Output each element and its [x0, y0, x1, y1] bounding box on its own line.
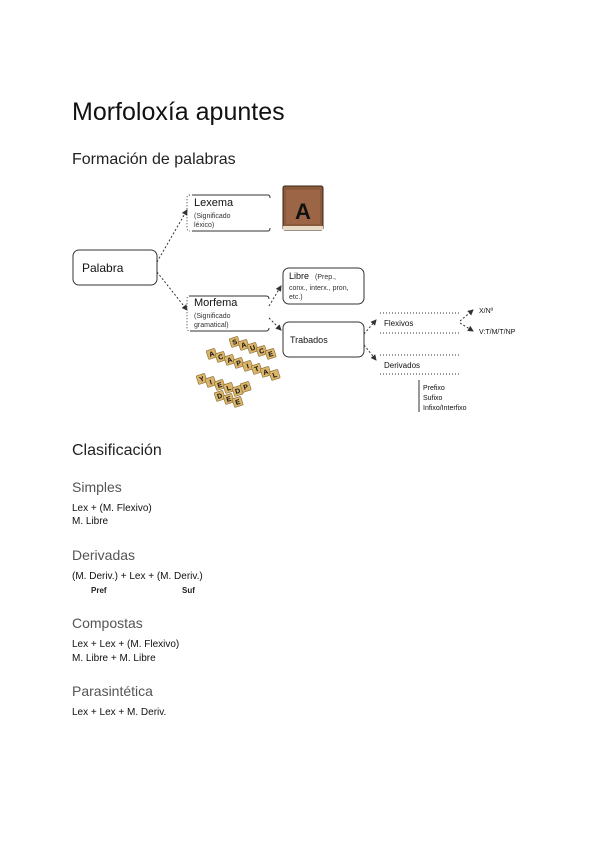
scrabble-tile: P: [239, 381, 252, 393]
scrabble-tile: A: [205, 348, 218, 360]
svg-text:Y: Y: [199, 376, 206, 384]
palabra-label: Palabra: [82, 261, 124, 275]
scrabble-tile: T: [250, 363, 263, 375]
scrabble-tile: P: [232, 357, 245, 369]
svg-text:A: A: [208, 351, 215, 359]
page-title: Morfoloxía apuntes: [72, 98, 285, 126]
svg-text:D: D: [234, 388, 241, 396]
scrabble-tile: Y: [195, 373, 208, 385]
scrabble-tile: U: [246, 342, 259, 354]
scrabble-tile: E: [222, 393, 235, 405]
book-letter: A: [295, 199, 311, 224]
connector-morfema: [156, 271, 188, 311]
scrabble-tile: A: [237, 339, 250, 351]
svg-text:E: E: [217, 382, 224, 390]
scrabble-tile: C: [214, 351, 227, 363]
trabados-label: Trabados: [290, 335, 328, 345]
scrabble-tile: A: [259, 366, 272, 378]
scrabble-tile: D: [231, 385, 244, 397]
svg-text:A: A: [262, 369, 269, 377]
book-icon: A: [282, 185, 324, 231]
libre-note-3: etc.): [289, 294, 303, 301]
section-heading-classification: Clasificación: [72, 442, 162, 459]
flexivos-item-2: V:T/M/T/NP: [479, 329, 516, 336]
morfema-note-1: (Significado: [194, 313, 231, 320]
scrabble-tile: D: [213, 390, 226, 402]
svg-text:C: C: [258, 348, 265, 356]
scrabble-tile: L: [268, 369, 281, 381]
compostas-line-2: M. Libre + M. Libre: [72, 653, 156, 664]
lexema-label: Lexema: [194, 197, 234, 209]
trabados-node: [282, 321, 365, 358]
svg-text:I: I: [209, 379, 213, 386]
svg-text:P: P: [243, 384, 250, 392]
section-heading-formation: Formación de palabras: [72, 151, 236, 168]
derivadas-heading: Derivadas: [72, 547, 136, 563]
svg-text:L: L: [226, 385, 233, 393]
svg-text:S: S: [232, 339, 239, 347]
simples-heading: Simples: [72, 479, 122, 495]
compostas-line-1: Lex + Lex + (M. Flexivo): [72, 639, 180, 650]
derivados-item-3: Infixo/Interfixo: [423, 405, 467, 412]
word-formation-diagram: Palabra Lexema (Significado léxico) A Mo…: [72, 185, 516, 412]
scrabble-tile: I: [204, 376, 217, 388]
derivados-label: Derivados: [384, 361, 420, 370]
derivados-item-2: Sufixo: [423, 395, 443, 402]
scrabble-tile: I: [241, 360, 254, 372]
flexivos-item-1: X/Nº: [479, 308, 494, 315]
derivadas-line-1: (M. Deriv.) + Lex + (M. Deriv.): [72, 571, 203, 582]
svg-text:A: A: [240, 342, 247, 350]
simples-line-1: Lex + (M. Flexivo): [72, 503, 152, 514]
svg-text:D: D: [216, 393, 223, 401]
libre-note-2: conx., interx., pron,: [289, 285, 349, 292]
svg-text:E: E: [268, 351, 275, 359]
scrabble-tile: E: [264, 348, 277, 360]
lexema-note-1: (Significado: [194, 213, 231, 220]
libre-node: [282, 267, 365, 305]
morfema-note-2: gramatical): [194, 322, 229, 329]
derivados-item-1: Prefixo: [423, 385, 445, 392]
scrabble-tile: S: [228, 336, 241, 348]
svg-text:T: T: [254, 366, 261, 374]
connector-lexema: [156, 209, 188, 263]
scrabble-tile: L: [222, 382, 235, 394]
svg-text:P: P: [236, 360, 243, 368]
compostas-heading: Compostas: [72, 615, 143, 631]
derivadas-suf-label: Suf: [182, 586, 195, 595]
derivadas-pref-label: Pref: [91, 586, 107, 595]
svg-text:U: U: [249, 345, 256, 353]
scrabble-tile: A: [223, 354, 236, 366]
libre-note-1: (Prep.,: [315, 274, 336, 281]
lexema-bracket: [192, 194, 271, 232]
scrabble-tile: E: [213, 379, 226, 391]
simples-line-2: M. Libre: [72, 516, 109, 527]
derivados-bracket: [380, 354, 460, 375]
svg-text:E: E: [226, 396, 233, 404]
svg-text:E: E: [235, 399, 242, 407]
svg-text:I: I: [246, 363, 250, 370]
morfema-bracket: [190, 295, 270, 332]
svg-text:C: C: [217, 354, 224, 362]
parasintetica-line-1: Lex + Lex + M. Deriv.: [72, 707, 167, 718]
parasintetica-heading: Parasintética: [72, 683, 153, 699]
lexema-note-2: léxico): [194, 222, 214, 229]
svg-text:A: A: [226, 357, 233, 365]
palabra-node: [72, 249, 158, 286]
scrabble-tile: C: [255, 345, 268, 357]
flexivos-label: Flexivos: [384, 319, 413, 328]
svg-text:L: L: [272, 372, 279, 380]
scrabble-tile: E: [231, 396, 244, 408]
libre-label: Libre: [289, 271, 309, 281]
flexivos-bracket: [380, 312, 460, 334]
morfema-label: Morfema: [194, 297, 238, 309]
